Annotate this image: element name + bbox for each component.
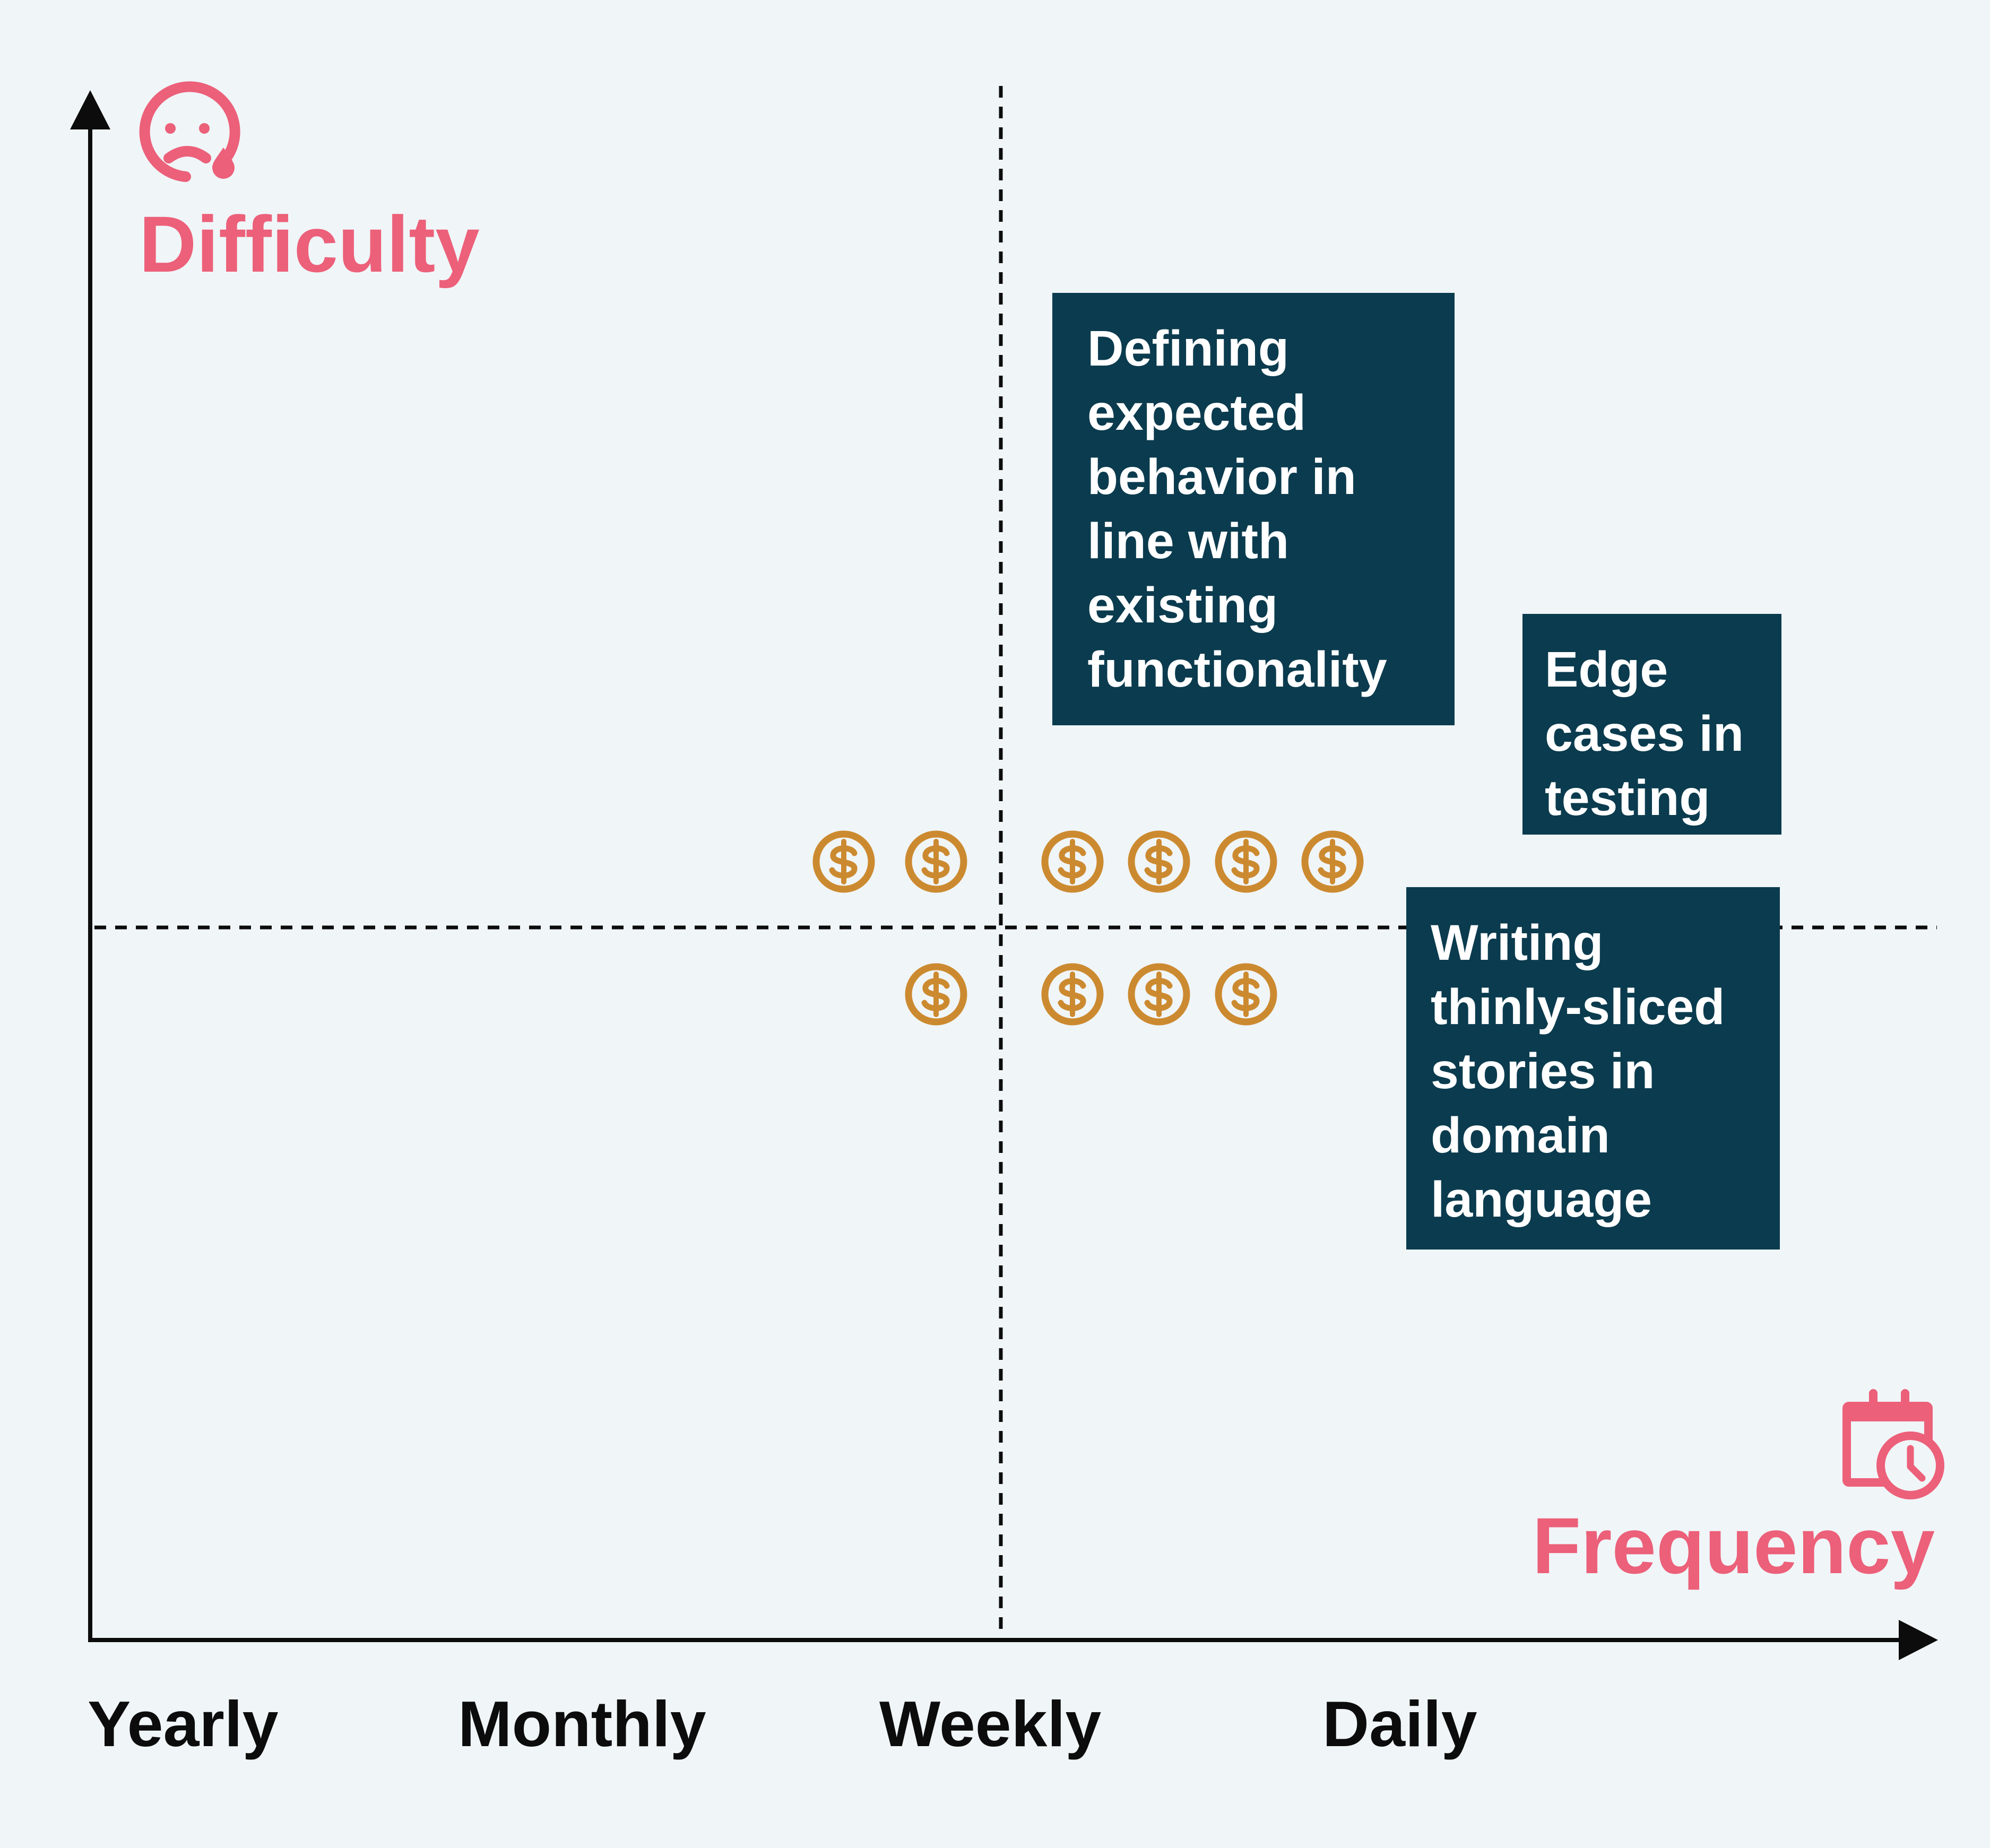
dollar-coin-icon: [905, 830, 967, 893]
note-writing-stories: Writing thinly-sliced stories in domain …: [1406, 887, 1780, 1250]
note-line: stories in: [1431, 1043, 1655, 1099]
x-axis-arrowhead: [1899, 1620, 1938, 1660]
note-line: existing: [1087, 577, 1278, 634]
note-line: expected: [1087, 385, 1306, 441]
note-line: line with: [1087, 513, 1289, 569]
x-tick-yearly: Yearly: [88, 1688, 279, 1760]
note-line: testing: [1545, 770, 1710, 826]
x-tick-weekly: Weekly: [879, 1688, 1102, 1760]
note-line: Defining: [1087, 320, 1289, 377]
dollar-coin-icon: [1215, 963, 1277, 1026]
dollar-coin-icon: [1215, 830, 1277, 893]
y-axis-arrowhead: [70, 90, 110, 129]
dollar-coin-icon: [1128, 830, 1190, 893]
x-tick-daily: Daily: [1322, 1688, 1477, 1760]
dollar-coin-icon: [1128, 963, 1190, 1026]
note-line: Edge: [1545, 641, 1668, 698]
dollar-coin-icon: [905, 963, 967, 1026]
x-axis-title: Frequency: [1532, 1501, 1935, 1590]
dollar-coin-icon: [1041, 963, 1104, 1026]
calendar-clock-icon: [1842, 1389, 1944, 1499]
note-line: functionality: [1087, 641, 1387, 698]
note-line: domain: [1431, 1107, 1610, 1164]
note-edge-cases: Edge cases in testing: [1522, 614, 1781, 835]
note-line: behavior in: [1087, 449, 1356, 505]
note-line: Writing: [1431, 915, 1604, 971]
note-defining-expected-behavior: Defining expected behavior in line with …: [1052, 293, 1455, 725]
sad-face-with-tear-icon: [139, 81, 240, 182]
coin-markers: [812, 830, 1364, 1026]
dollar-coin-icon: [1041, 830, 1104, 893]
dollar-coin-icon: [1301, 830, 1364, 893]
note-line: thinly-sliced: [1431, 979, 1725, 1035]
dollar-coin-icon: [812, 830, 875, 893]
note-line: language: [1431, 1172, 1652, 1228]
note-line: cases in: [1545, 706, 1744, 762]
x-tick-monthly: Monthly: [458, 1688, 706, 1760]
y-axis-title: Difficulty: [139, 199, 480, 289]
